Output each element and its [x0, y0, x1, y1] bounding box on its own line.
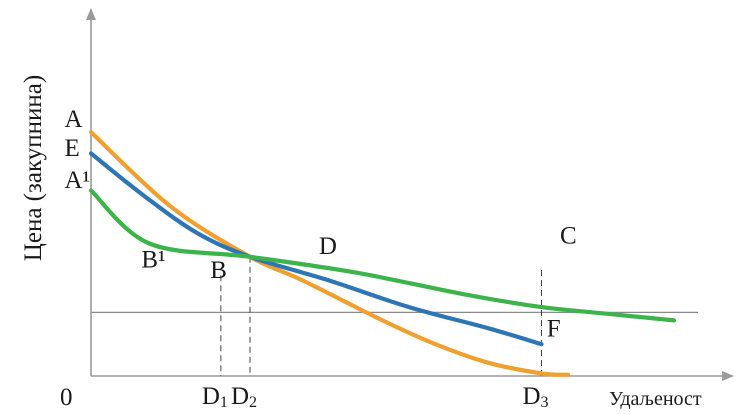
- x-marker-label-1: D1: [202, 383, 228, 411]
- series-line-2: [88, 151, 544, 347]
- origin-label: 0: [60, 384, 73, 411]
- point-label-3: A¹: [65, 167, 91, 194]
- point-label-6: D: [319, 233, 337, 260]
- point-label-1: A: [65, 106, 83, 133]
- point-label-5: B: [210, 257, 227, 284]
- series: [88, 130, 677, 377]
- point-label-7: C: [560, 223, 577, 250]
- axes: [86, 8, 734, 381]
- point-label-4: B¹: [141, 246, 165, 273]
- y-axis-label: Цена (закупнина): [20, 75, 47, 261]
- point-label-8: F: [547, 315, 561, 342]
- point-label-2: E: [65, 135, 80, 162]
- x-axis-label: Удаљеност: [609, 388, 702, 410]
- labels: Цена (закупнина) 0 Удаљеност AE A¹ B¹ B D C F: [20, 75, 702, 411]
- series-line-1: [88, 130, 571, 377]
- x-marker-label-3: D3: [522, 383, 548, 411]
- x-marker-label-2: D2: [231, 383, 257, 411]
- series-line-3: [88, 188, 677, 323]
